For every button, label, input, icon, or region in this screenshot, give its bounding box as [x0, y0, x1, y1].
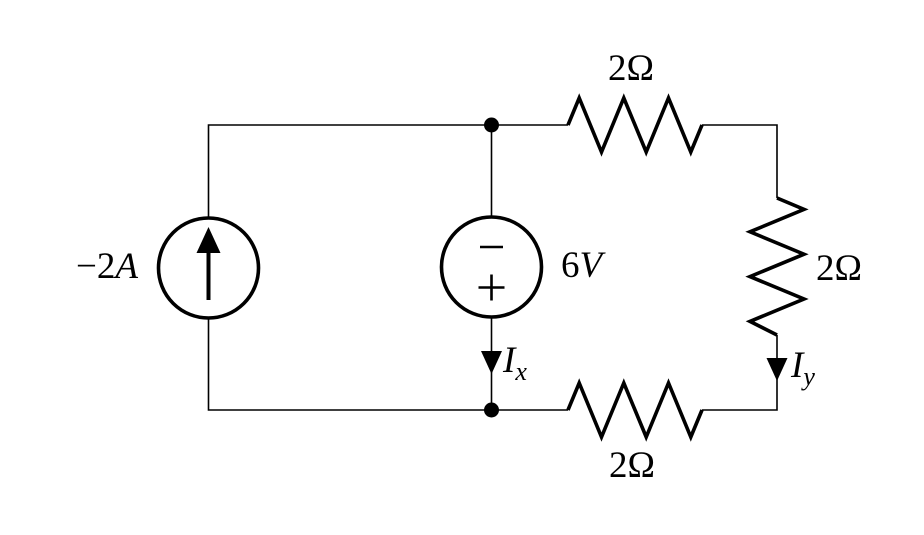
- voltage-source-circle: [439, 215, 544, 319]
- resistor-right-zigzag: [745, 196, 809, 337]
- current-source-circle: [156, 216, 261, 320]
- ix-label: Ix: [502, 340, 527, 386]
- current-source-arrow-icon: [196, 227, 221, 300]
- wire-top-right: [702, 124, 778, 198]
- junction-dot-top: [484, 117, 499, 133]
- resistor-top-zigzag: [566, 93, 704, 157]
- current-source-label: −2A: [76, 246, 138, 287]
- resistor-bottom-label: 2Ω: [609, 445, 655, 486]
- ix-arrow-icon: [481, 351, 502, 374]
- resistor-right-label: 2Ω: [816, 248, 862, 289]
- iy-arrow-icon: [766, 358, 788, 381]
- iy-label: Iy: [790, 345, 815, 391]
- resistor-bottom-zigzag: [566, 378, 704, 442]
- voltage-source-plus-sign: [478, 274, 505, 301]
- wire-bottom-right: [702, 335, 778, 411]
- junction-dot-bottom: [484, 402, 499, 418]
- wire-top-left: [207, 124, 568, 218]
- wire-bottom-left: [207, 318, 568, 411]
- voltage-source-label: 6V: [561, 245, 607, 286]
- resistor-top-label: 2Ω: [608, 48, 654, 89]
